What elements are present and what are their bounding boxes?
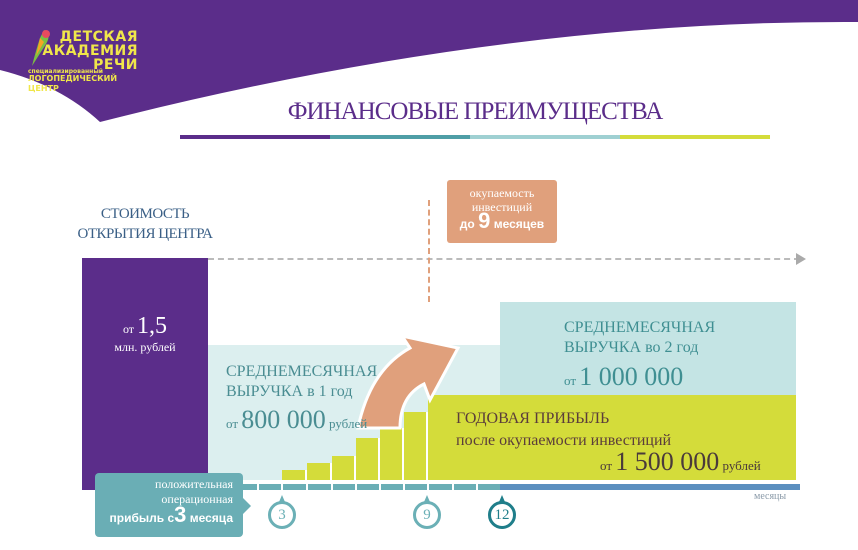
revenue-year2-label: СРЕДНЕМЕСЯЧНАЯ ВЫРУЧКА во 2 год xyxy=(564,318,715,358)
payback-line-2: инвестиций xyxy=(471,200,533,214)
revenue-year2-line-2: ВЫРУЧКА во 2 год xyxy=(564,339,699,356)
dashed-line xyxy=(208,258,800,260)
title-underline-teal xyxy=(330,135,470,139)
logo: ДЕТСКАЯ АКАДЕМИЯ РЕЧИ специализированный… xyxy=(28,29,138,93)
page-title: ФИНАНСОВЫЕ ПРЕИМУЩЕСТВА xyxy=(287,98,664,125)
payback-value: 9 xyxy=(478,208,491,233)
revenue-year2-amount: от 1 000 000 xyxy=(564,362,683,392)
timeline-teal xyxy=(208,484,500,490)
payback-dashed-line xyxy=(428,200,430,302)
month-marker-12: 12 xyxy=(488,495,516,529)
opprofit-prefix: прибыль с xyxy=(109,511,175,525)
cost-block: от 1,5 млн. рублей xyxy=(82,258,208,485)
arrow-right-icon xyxy=(796,253,806,265)
cost-unit: млн. рублей xyxy=(114,340,176,354)
month-marker-3: 3 xyxy=(268,495,296,529)
payback-prefix: до xyxy=(459,217,475,231)
revenue-year1-line-2: ВЫРУЧКА в 1 год xyxy=(226,383,353,400)
bar-month-4 xyxy=(282,470,307,480)
parrot-icon xyxy=(32,30,50,66)
opprofit-line-2: операционная xyxy=(161,492,233,506)
logo-line-3: РЕЧИ xyxy=(93,57,138,73)
revenue-year1-amount: от 800 000 рублей xyxy=(226,405,367,435)
timeline-blue xyxy=(500,484,800,490)
profit-label: ГОДОВАЯ ПРИБЫЛЬ после окупаемости инвести… xyxy=(456,408,671,452)
profit-block xyxy=(428,395,796,480)
bar-month-5 xyxy=(307,463,332,480)
opprofit-unit: месяца xyxy=(189,511,233,525)
opprofit-value: 3 xyxy=(174,502,187,527)
revenue-year1-line-1: СРЕДНЕМЕСЯЧНАЯ xyxy=(226,363,378,380)
cost-value: 1,5 xyxy=(137,313,168,339)
payback-callout: окупаемость инвестиций до 9 месяцев xyxy=(447,180,557,243)
revenue-year2-line-1: СРЕДНЕМЕСЯЧНАЯ xyxy=(564,319,716,336)
logo-center: ЛОГОПЕДИЧЕСКИЙ ЦЕНТР xyxy=(28,74,118,93)
growth-arrow-icon xyxy=(356,333,461,430)
logo-line-2: АКАДЕМИЯ xyxy=(42,43,138,59)
months-axis-label: месяцы xyxy=(754,491,787,502)
month-marker-9: 9 xyxy=(413,495,441,529)
revenue-year2-prefix: от xyxy=(564,373,577,388)
operational-profit-callout: положительная операционная прибыль с3 ме… xyxy=(95,473,243,537)
revenue-year1-label: СРЕДНЕМЕСЯЧНАЯ ВЫРУЧКА в 1 год xyxy=(226,362,377,402)
callout-pointer xyxy=(243,498,251,514)
profit-amount: от 1 500 000 рублей xyxy=(600,447,761,477)
profit-prefix: от xyxy=(600,458,613,473)
revenue-year2-block xyxy=(500,302,796,395)
header-banner xyxy=(0,0,858,122)
revenue-year1-prefix: от xyxy=(226,416,239,431)
bar-month-7 xyxy=(356,438,380,480)
cost-label-2: ОТКРЫТИЯ ЦЕНТРА xyxy=(77,226,213,242)
cost-label-1: СТОИМОСТЬ xyxy=(100,206,190,222)
payback-line-1: окупаемость xyxy=(469,186,535,200)
title-underline-lime xyxy=(620,135,770,139)
logo-sub: специализированный xyxy=(28,68,103,75)
bar-month-8 xyxy=(380,428,404,480)
profit-value: 1 500 000 xyxy=(615,447,720,476)
profit-line-1: ГОДОВАЯ ПРИБЫЛЬ xyxy=(456,410,610,427)
cost-label: СТОИМОСТЬ ОТКРЫТИЯ ЦЕНТРА xyxy=(60,204,230,244)
profit-line-2: после окупаемости инвестиций xyxy=(456,432,672,449)
title-underline-lightteal xyxy=(470,135,620,139)
logo-line-1: ДЕТСКАЯ xyxy=(59,29,138,45)
profit-unit: рублей xyxy=(722,458,761,473)
payback-unit: месяцев xyxy=(493,217,545,231)
revenue-year1-value: 800 000 xyxy=(241,405,326,434)
bar-month-9 xyxy=(404,412,428,480)
cost-prefix: от xyxy=(122,322,135,336)
opprofit-line-1: положительная xyxy=(155,477,233,491)
revenue-year1-unit: рублей xyxy=(329,416,368,431)
revenue-year2-value: 1 000 000 xyxy=(579,362,684,391)
bar-month-6 xyxy=(332,456,356,480)
title-underline-purple xyxy=(180,135,330,139)
